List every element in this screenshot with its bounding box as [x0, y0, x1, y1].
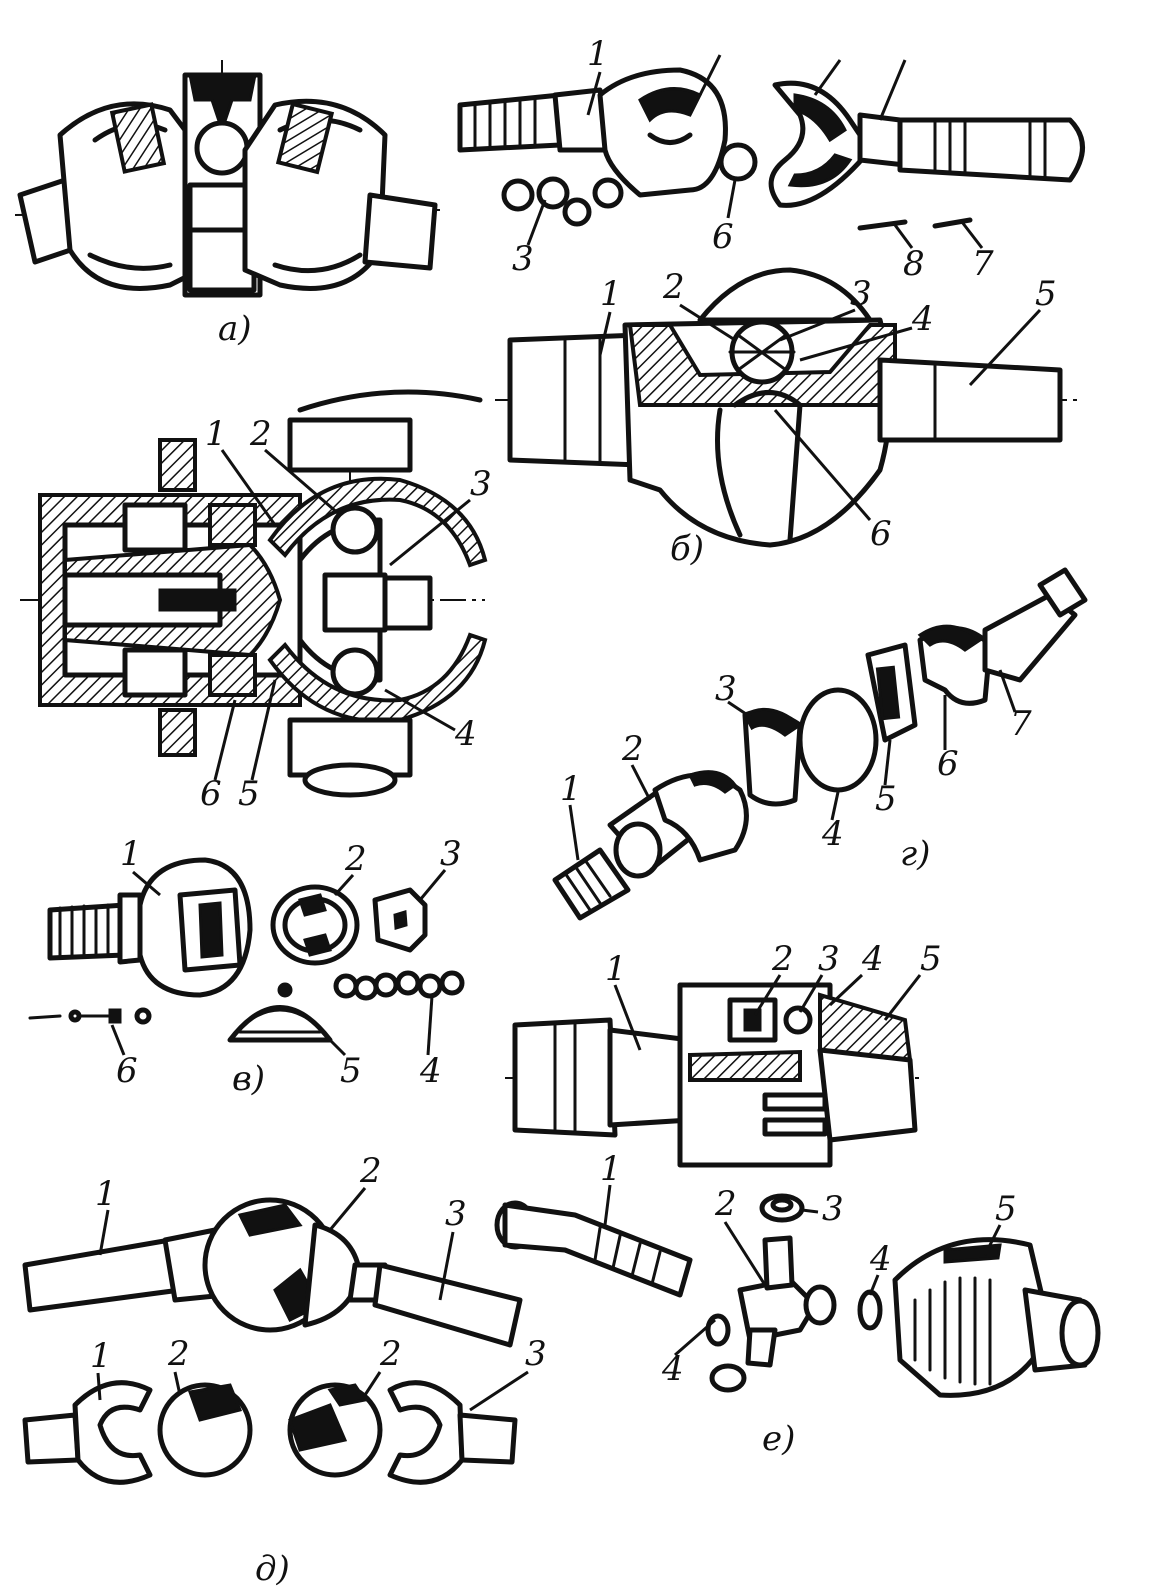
label-e-ex-4b: 4 — [869, 1239, 892, 1279]
panel-a-double-cardan — [14, 60, 441, 300]
panel-b-exploded — [457, 67, 1085, 231]
label-g-1: 1 — [560, 769, 582, 809]
label-d-ex-2b: 2 — [379, 1334, 402, 1374]
panel-g-exploded — [552, 567, 1088, 921]
label-e-ex-1: 1 — [600, 1149, 622, 1189]
label-g-3: 3 — [715, 669, 737, 709]
caption-e: е) — [762, 1419, 795, 1459]
label-v-1: 1 — [120, 834, 142, 874]
label-d-ex-3: 3 — [525, 1334, 547, 1374]
label-v-3: 3 — [440, 834, 462, 874]
label-b-1: 1 — [600, 274, 622, 314]
label-e-ex-5: 5 — [995, 1189, 1017, 1229]
panel-e-exploded-labels: 1 2 3 4 4 5 — [600, 1149, 1017, 1389]
label-v-4: 4 — [419, 1051, 442, 1091]
label-d-2: 2 — [359, 1151, 382, 1191]
panel-v-labels: 1 2 3 4 5 6 — [110, 834, 462, 1091]
panel-d-labels: 1 2 3 1 2 2 3 — [90, 1151, 547, 1412]
label-e-4: 4 — [861, 939, 884, 979]
label-g-2: 2 — [621, 729, 644, 769]
label-e-ex-2: 2 — [714, 1184, 737, 1224]
panel-b-assembled-labels: 1 2 3 4 5 6 — [598, 267, 1057, 554]
panel-e-assembled-labels: 1 2 3 4 5 — [605, 939, 942, 1051]
label-v-2: 2 — [344, 839, 367, 879]
caption-b: б) — [670, 529, 704, 569]
label-g-6: 6 — [937, 744, 959, 784]
panel-e-assembled — [505, 982, 920, 1168]
label-v-5: 5 — [340, 1051, 362, 1091]
label-s-6: 6 — [200, 774, 222, 814]
label-b-ex-8: 8 — [903, 244, 925, 284]
label-b-6: 6 — [870, 514, 892, 554]
label-b-3: 3 — [850, 274, 872, 314]
label-g-7: 7 — [1010, 704, 1032, 744]
label-g-4: 4 — [821, 814, 844, 854]
label-e-3: 3 — [818, 939, 840, 979]
label-s-4: 4 — [454, 714, 477, 754]
label-d-1: 1 — [95, 1174, 117, 1214]
label-b-ex-7: 7 — [972, 244, 994, 284]
label-e-ex-4a: 4 — [661, 1349, 684, 1389]
label-s-5: 5 — [238, 774, 260, 814]
label-b-2: 2 — [662, 267, 685, 307]
label-v-6: 6 — [116, 1051, 138, 1091]
label-s-2: 2 — [249, 414, 272, 454]
label-b-4: 4 — [911, 299, 934, 339]
panel-b-exploded-labels: 1 3 6 8 7 — [512, 34, 994, 284]
label-s-3: 3 — [470, 464, 492, 504]
label-e-1: 1 — [605, 949, 627, 989]
caption-g: г) — [900, 834, 930, 874]
label-b-ex-6: 6 — [712, 217, 734, 257]
label-d-ex-1: 1 — [90, 1336, 112, 1376]
label-e-2: 2 — [771, 939, 794, 979]
label-d-3: 3 — [445, 1194, 467, 1234]
label-b-ex-1: 1 — [587, 34, 609, 74]
label-d-ex-2a: 2 — [167, 1334, 190, 1374]
label-g-5: 5 — [875, 779, 897, 819]
label-b-ex-3: 3 — [512, 239, 534, 279]
label-e-ex-3: 3 — [822, 1189, 844, 1229]
label-s-1: 1 — [205, 414, 227, 454]
panel-v-exploded — [28, 857, 465, 1043]
caption-d: д) — [255, 1549, 290, 1589]
panel-d-assembled — [22, 1197, 523, 1348]
caption-v: в) — [232, 1059, 265, 1099]
label-b-5: 5 — [1035, 274, 1057, 314]
caption-a: а) — [218, 309, 252, 349]
panel-d-exploded — [22, 1380, 518, 1485]
label-e-5: 5 — [920, 939, 942, 979]
panel-e-exploded — [494, 1193, 1101, 1398]
panel-hub-section-labels: 1 2 3 4 6 5 — [200, 414, 492, 814]
panel-b-assembled — [495, 267, 1080, 548]
panel-g-labels: 1 2 3 4 5 6 7 — [560, 669, 1032, 861]
